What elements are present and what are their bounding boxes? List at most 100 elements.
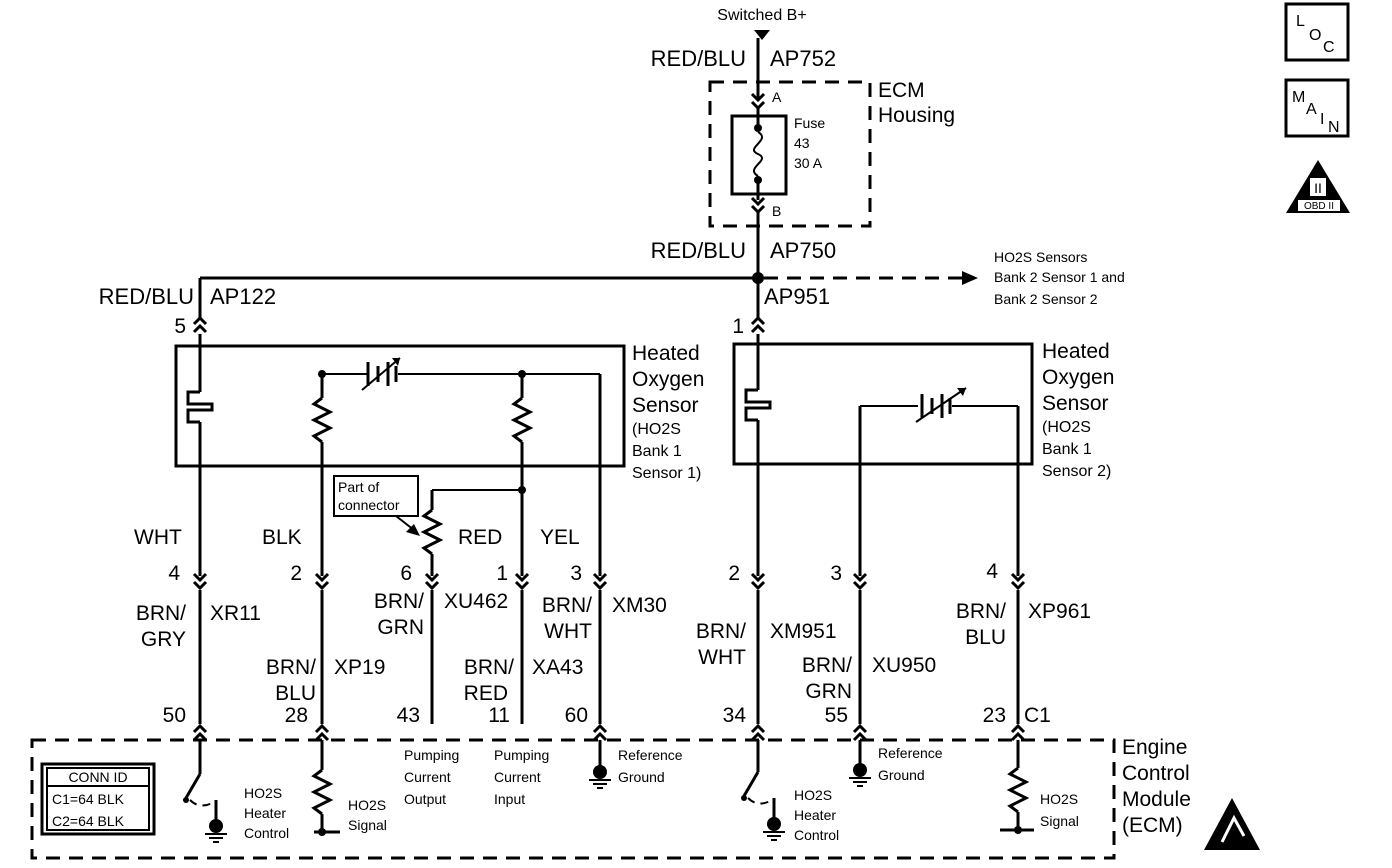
s1-xr11-color-1: BRN/	[136, 602, 186, 625]
pump-in-2: Current	[494, 769, 541, 785]
reference-ground-2-icon	[848, 740, 872, 787]
left-circuit: AP122	[210, 284, 276, 309]
right-circuit: AP951	[764, 284, 830, 309]
ecm-title-3: Module	[1122, 788, 1191, 811]
sensor1-cell-icon	[356, 357, 401, 391]
s1-pin-6: 6	[400, 562, 412, 585]
pump-in-1: Pumping	[494, 747, 549, 763]
s2-xu950-color-2: GRN	[805, 680, 852, 703]
ho2s-signal-2-resistor-icon	[1000, 740, 1034, 834]
pin-b-label: B	[772, 203, 781, 219]
mid-circuit: AP750	[770, 238, 836, 263]
wire-color-red: RED	[458, 526, 502, 549]
sensor1-box	[174, 344, 626, 468]
sensor2-cell-icon	[915, 387, 967, 423]
pin-a-label: A	[772, 89, 782, 105]
s1-pin-3: 3	[570, 562, 582, 585]
sensor1-sub-3: Sensor 1)	[632, 465, 701, 482]
heater1-label-2: Heater	[244, 805, 286, 821]
s1-xp19-color-1: BRN/	[266, 656, 316, 679]
pump-in-3: Input	[494, 791, 525, 807]
s1-xa43-color-1: BRN/	[464, 656, 514, 679]
s1-pin-1: 1	[496, 562, 508, 585]
ecm-pin-43: 43	[397, 704, 420, 727]
main-badge-m: M	[1292, 89, 1305, 106]
part-of-connector-1: Part of	[338, 479, 379, 495]
ecm-pin-11: 11	[488, 704, 510, 727]
esd-warning-icon	[1204, 798, 1260, 850]
ecm-housing-label-1: ECM	[878, 79, 925, 102]
bank2-line-1: HO2S Sensors	[994, 249, 1087, 265]
sensor1-title-2: Oxygen	[632, 368, 704, 391]
signal1-label-1: HO2S	[348, 797, 386, 813]
s1-xr11-color-2: GRY	[141, 628, 186, 651]
s1-xa43-color-2: RED	[464, 682, 508, 705]
s2-xp961-circuit: XP961	[1028, 600, 1091, 623]
fuse-number: 43	[794, 135, 810, 151]
conn-id-c2: C2=64 BLK	[52, 813, 125, 829]
bank2-line-3: Bank 2 Sensor 2	[994, 291, 1098, 307]
sensor1-sub-2: Bank 1	[632, 443, 682, 460]
sensor2-box	[732, 342, 1034, 466]
ecm-pin-50: 50	[163, 704, 186, 727]
obd-label: OBD II	[1304, 201, 1334, 212]
signal2-label-2: Signal	[1040, 813, 1079, 829]
s2-xu950-color-1: BRN/	[802, 654, 852, 677]
top-circuit: AP752	[770, 46, 836, 71]
sensor1-top-pin: 5	[174, 315, 186, 338]
pump-out-1: Pumping	[404, 747, 459, 763]
loc-badge-o: O	[1309, 27, 1321, 44]
bank2-line-2: Bank 2 Sensor 1 and	[994, 269, 1125, 285]
main-badge-n: N	[1328, 119, 1340, 136]
calibration-resistor-icon	[420, 490, 444, 576]
sensor2-title-3: Sensor	[1042, 392, 1109, 415]
part-of-connector-arrow-icon	[406, 524, 420, 536]
sensor1-resistor-a-icon	[310, 374, 334, 576]
wire-color-wht: WHT	[134, 526, 182, 549]
reference-ground-1-icon	[588, 740, 612, 789]
ho2s-signal-1-resistor-icon	[310, 740, 340, 836]
heater-control-switch-2-icon	[741, 740, 786, 841]
s1-xp19-circuit: XP19	[334, 656, 385, 679]
ecm-title-4: (ECM)	[1122, 814, 1183, 837]
loc-badge-l: L	[1296, 13, 1305, 30]
s1-xa43-circuit: XA43	[532, 656, 583, 679]
ref-ground2-2: Ground	[878, 767, 925, 783]
s2-xp961-color-1: BRN/	[956, 600, 1006, 623]
ecm-connector-c1: C1	[1024, 704, 1051, 727]
s2-pin-4: 4	[986, 560, 998, 583]
signal1-label-2: Signal	[348, 817, 387, 833]
main-badge[interactable]: M A I N	[1284, 78, 1350, 138]
s1-xu462-color-2: GRN	[377, 616, 424, 639]
loc-badge-c: C	[1323, 39, 1335, 56]
ecm-pin-28: 28	[285, 704, 308, 727]
obd-ii-icon[interactable]: II OBD II	[1286, 160, 1350, 213]
s1-xm30-color-1: BRN/	[542, 594, 592, 617]
ecm-title-2: Control	[1122, 762, 1190, 785]
main-badge-i: I	[1320, 111, 1324, 128]
heater1-label-3: Control	[244, 825, 289, 841]
ecm-pin-60: 60	[565, 704, 588, 727]
heater2-label-2: Heater	[794, 807, 836, 823]
fuse-name: Fuse	[794, 115, 825, 131]
sensor1-title-1: Heated	[632, 342, 700, 365]
heater-element-1-icon	[186, 334, 214, 576]
loc-badge[interactable]: L O C	[1284, 2, 1350, 62]
main-badge-a: A	[1306, 101, 1317, 118]
ref-ground2-1: Reference	[878, 745, 943, 761]
top-wire-color: RED/BLU	[651, 46, 746, 71]
ecm-pin-34: 34	[723, 704, 747, 727]
s2-xm951-circuit: XM951	[770, 620, 837, 643]
s2-pin-3: 3	[830, 562, 842, 585]
switched-b-plus-label: Switched B+	[717, 7, 806, 24]
heater1-label-1: HO2S	[244, 785, 282, 801]
s1-pin-2: 2	[290, 562, 302, 585]
ecm-pin-23: 23	[983, 704, 1006, 727]
heater-element-2-icon	[744, 334, 772, 576]
heater2-label-3: Control	[794, 827, 839, 843]
sensor2-sub-2: Bank 1	[1042, 441, 1092, 458]
heater2-label-1: HO2S	[794, 787, 832, 803]
ecm-title-1: Engine	[1122, 736, 1187, 759]
ref-ground1-1: Reference	[618, 747, 683, 763]
sensor2-title-1: Heated	[1042, 340, 1110, 363]
